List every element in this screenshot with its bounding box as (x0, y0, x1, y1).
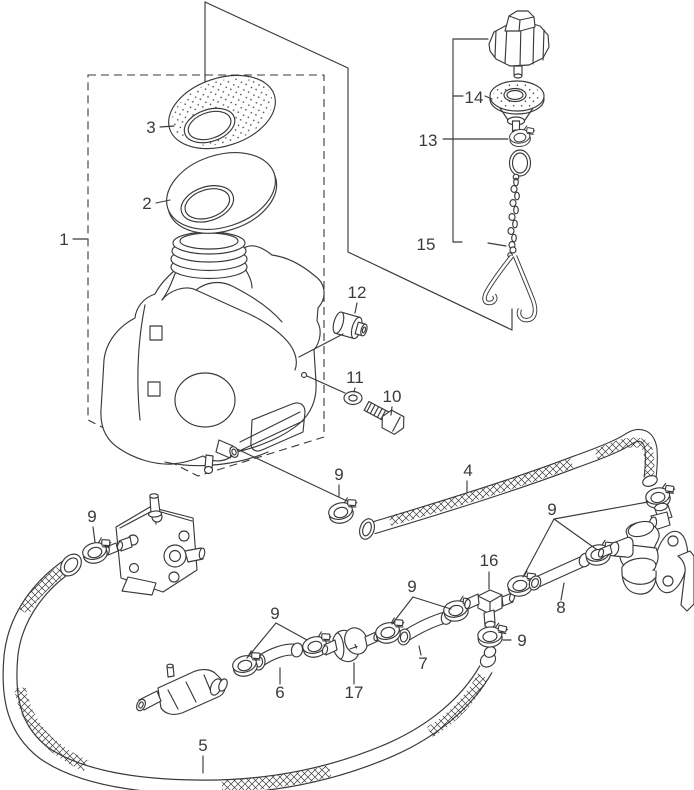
washer (343, 390, 363, 406)
callout-9-pump: 9 (87, 507, 96, 526)
fuel-pump (104, 493, 206, 596)
hose-cock (528, 552, 592, 591)
fuel-cap (488, 10, 550, 79)
callout-6: 6 (275, 683, 284, 702)
callout-9-tee: 9 (517, 631, 526, 650)
chain (507, 177, 520, 249)
assembly-boundary-box (87, 74, 325, 477)
callout-14: 14 (465, 88, 484, 107)
callout-9-tank: 9 (334, 465, 343, 484)
fuel-tank (100, 231, 325, 475)
callout-16: 16 (480, 551, 499, 570)
callout-9-mid: 9 (407, 577, 416, 596)
hose-mid (397, 609, 454, 646)
cock-lever (677, 550, 694, 612)
callout-12: 12 (348, 283, 367, 302)
inline-fuel-filter (321, 627, 380, 663)
tank-bolt-hole (300, 371, 308, 379)
cock-bowl (621, 566, 657, 595)
fuel-cap-assembly (452, 10, 550, 323)
callout-8: 8 (556, 598, 565, 617)
chain-ring (508, 149, 532, 181)
grommet (332, 311, 368, 340)
callout-10: 10 (383, 387, 402, 406)
filler-filter-element (168, 74, 276, 150)
hose-lower (2, 553, 497, 790)
callout-9-upper: 9 (547, 500, 556, 519)
cap-gasket (489, 80, 545, 135)
callout-2: 2 (142, 194, 151, 213)
callout-leaders (72, 95, 649, 774)
callout-11: 11 (346, 368, 364, 387)
fuel-cock (597, 502, 694, 612)
callout-13: 13 (419, 131, 438, 150)
callout-bracket-13 (452, 38, 489, 243)
tank-filler-neck (170, 231, 248, 280)
callout-9-joint: 9 (270, 604, 279, 623)
filter-flow-mark (349, 643, 358, 650)
bolt (363, 400, 405, 435)
callout-17: 17 (345, 683, 364, 702)
callout-labels: 1 2 3 4 5 6 7 8 9 9 9 9 9 9 10 11 12 13 … (59, 88, 565, 755)
callout-7: 7 (418, 654, 427, 673)
callout-4: 4 (463, 461, 472, 480)
callout-5: 5 (198, 736, 207, 755)
chain-hook (482, 246, 538, 323)
tank-outlet-nipple (203, 439, 239, 475)
callout-15: 15 (417, 235, 436, 254)
hose-clamp-tank (325, 495, 362, 527)
hose-upper (236, 428, 658, 540)
filler-plate (166, 152, 278, 234)
fuel-joint-connector (136, 663, 228, 715)
tank-outlet-leader (236, 448, 348, 502)
callout-1: 1 (59, 230, 68, 249)
callout-3: 3 (146, 118, 155, 137)
tee-joint (464, 589, 516, 629)
